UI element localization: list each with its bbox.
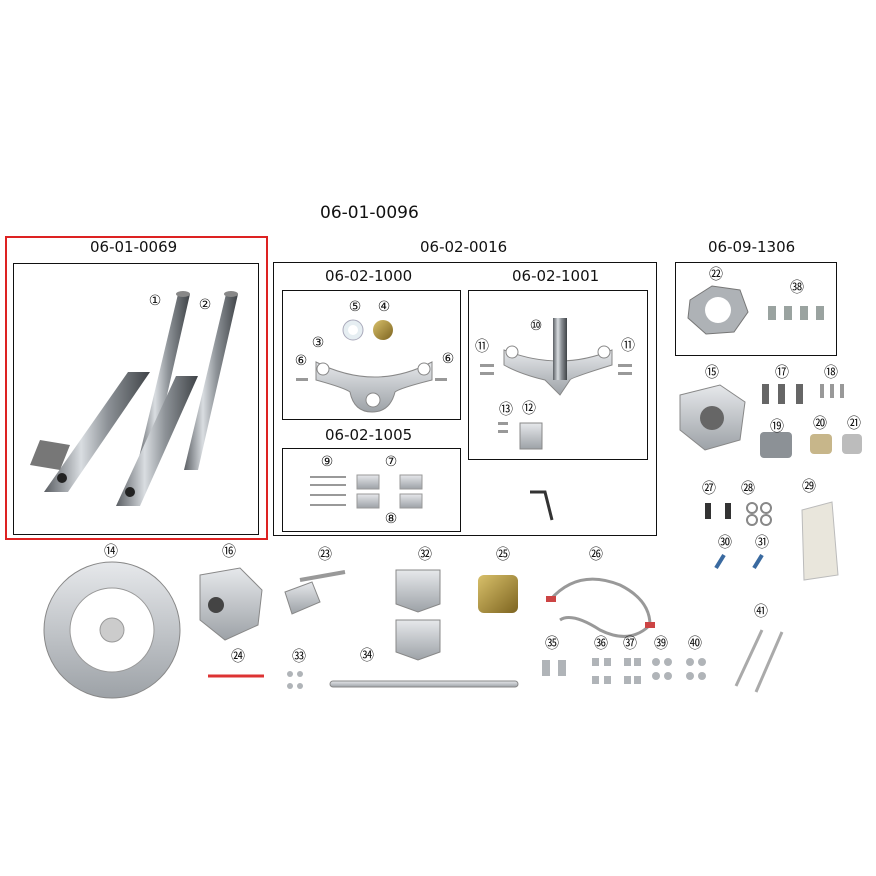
callout-25: ㉕	[496, 547, 510, 563]
callout-6b: ⑥	[441, 351, 455, 367]
callout-11a: ⑪	[475, 339, 489, 355]
callout-5: ⑤	[348, 299, 362, 315]
caliper-bracket-top	[395, 569, 441, 613]
brake-fluid-bottle	[801, 501, 839, 581]
lower-clamp-label: 06-02-1001	[512, 267, 600, 285]
callout-39: ㊴	[654, 636, 668, 652]
callout-28: ㉘	[741, 481, 755, 497]
front-axle	[329, 680, 519, 688]
banjo-bolts	[705, 503, 731, 519]
upper-clamp-label: 06-02-1000	[325, 267, 413, 285]
callout-2: ②	[198, 297, 212, 313]
brake-lever	[299, 570, 346, 582]
caliper-bracket-bottom	[395, 619, 441, 661]
hub-group-box	[675, 262, 837, 356]
callout-32: ㉜	[418, 547, 432, 563]
fork-group-label: 06-01-0069	[90, 238, 178, 256]
handle-clamp-box	[282, 448, 461, 532]
triple-group-label: 06-02-0016	[420, 238, 508, 256]
callout-36: ㊱	[594, 636, 608, 652]
callout-21: ㉑	[847, 416, 861, 432]
callout-7: ⑦	[384, 454, 398, 470]
hub-group-label: 06-09-1306	[708, 238, 796, 256]
callout-4: ④	[377, 299, 391, 315]
callout-8: ⑧	[384, 511, 398, 527]
callout-30: ㉚	[718, 535, 732, 551]
fork-group-box	[13, 263, 259, 535]
callout-17: ⑰	[775, 365, 789, 381]
spacer-20	[810, 434, 832, 454]
callout-35: ㉟	[545, 636, 559, 652]
nut-part	[373, 320, 393, 340]
callout-10: ⑩	[529, 318, 543, 334]
brake-disc	[43, 561, 181, 699]
lower-bracket	[503, 318, 613, 396]
hardware-small-parts	[287, 658, 706, 689]
callout-19: ⑲	[770, 419, 784, 435]
callout-29: ㉙	[802, 479, 816, 495]
callout-38: ㊳	[790, 280, 804, 296]
callout-14: ⑭	[104, 544, 118, 560]
callout-40: ㊵	[688, 636, 702, 652]
hex-key	[530, 490, 554, 521]
callout-1: ①	[148, 293, 162, 309]
callout-41: ㊶	[754, 604, 768, 620]
callout-18: ⑱	[824, 365, 838, 381]
callout-13: ⑬	[499, 402, 513, 418]
copper-washers	[746, 502, 772, 526]
fork-leg-left	[30, 291, 190, 492]
fork-group-highlight	[5, 236, 268, 540]
callout-22: ㉒	[709, 267, 723, 283]
callout-33: ㉝	[292, 649, 306, 665]
callout-11b: ⑪	[621, 338, 635, 354]
wheel-hub	[199, 567, 263, 641]
spacer-21	[842, 434, 862, 454]
bolt-set-lower	[480, 364, 632, 375]
bolt-set-upper	[296, 378, 447, 381]
triple-group-box	[273, 262, 657, 536]
callout-27: ㉗	[702, 481, 716, 497]
callout-16: ⑯	[222, 544, 236, 560]
brake-caliper	[478, 575, 518, 613]
upper-clamp-box	[282, 290, 461, 420]
callout-23: ㉓	[318, 547, 332, 563]
bolt-set-17	[762, 384, 803, 404]
callout-37: ㊲	[623, 636, 637, 652]
callout-3: ③	[311, 335, 325, 351]
bolt-set-18	[820, 384, 844, 398]
callout-31: ㉛	[755, 535, 769, 551]
fitting-30	[714, 553, 726, 570]
callout-6a: ⑥	[294, 353, 308, 369]
brake-hose	[548, 577, 652, 638]
callout-20: ⑳	[813, 416, 827, 432]
callout-34: ㉞	[360, 648, 374, 664]
callout-9: ⑨	[320, 454, 334, 470]
page-title: 06-01-0096	[320, 203, 419, 223]
lower-clamp-box	[468, 290, 648, 460]
callout-15: ⑮	[705, 365, 719, 381]
stopper-block	[519, 422, 543, 450]
spacer-19	[760, 432, 792, 458]
callout-26: ㉖	[589, 547, 603, 563]
fitting-31	[752, 553, 764, 570]
top-bridge	[315, 361, 433, 413]
callout-12: ⑫	[522, 401, 536, 417]
callout-24: ㉔	[231, 649, 245, 665]
fork-leg-right	[116, 291, 238, 506]
handle-clamp-parts	[310, 474, 423, 509]
handle-clamp-label: 06-02-1005	[325, 426, 413, 444]
bolt-set-hub	[768, 306, 824, 320]
cable-ties	[734, 629, 784, 693]
brake-master-cylinder	[284, 581, 321, 615]
